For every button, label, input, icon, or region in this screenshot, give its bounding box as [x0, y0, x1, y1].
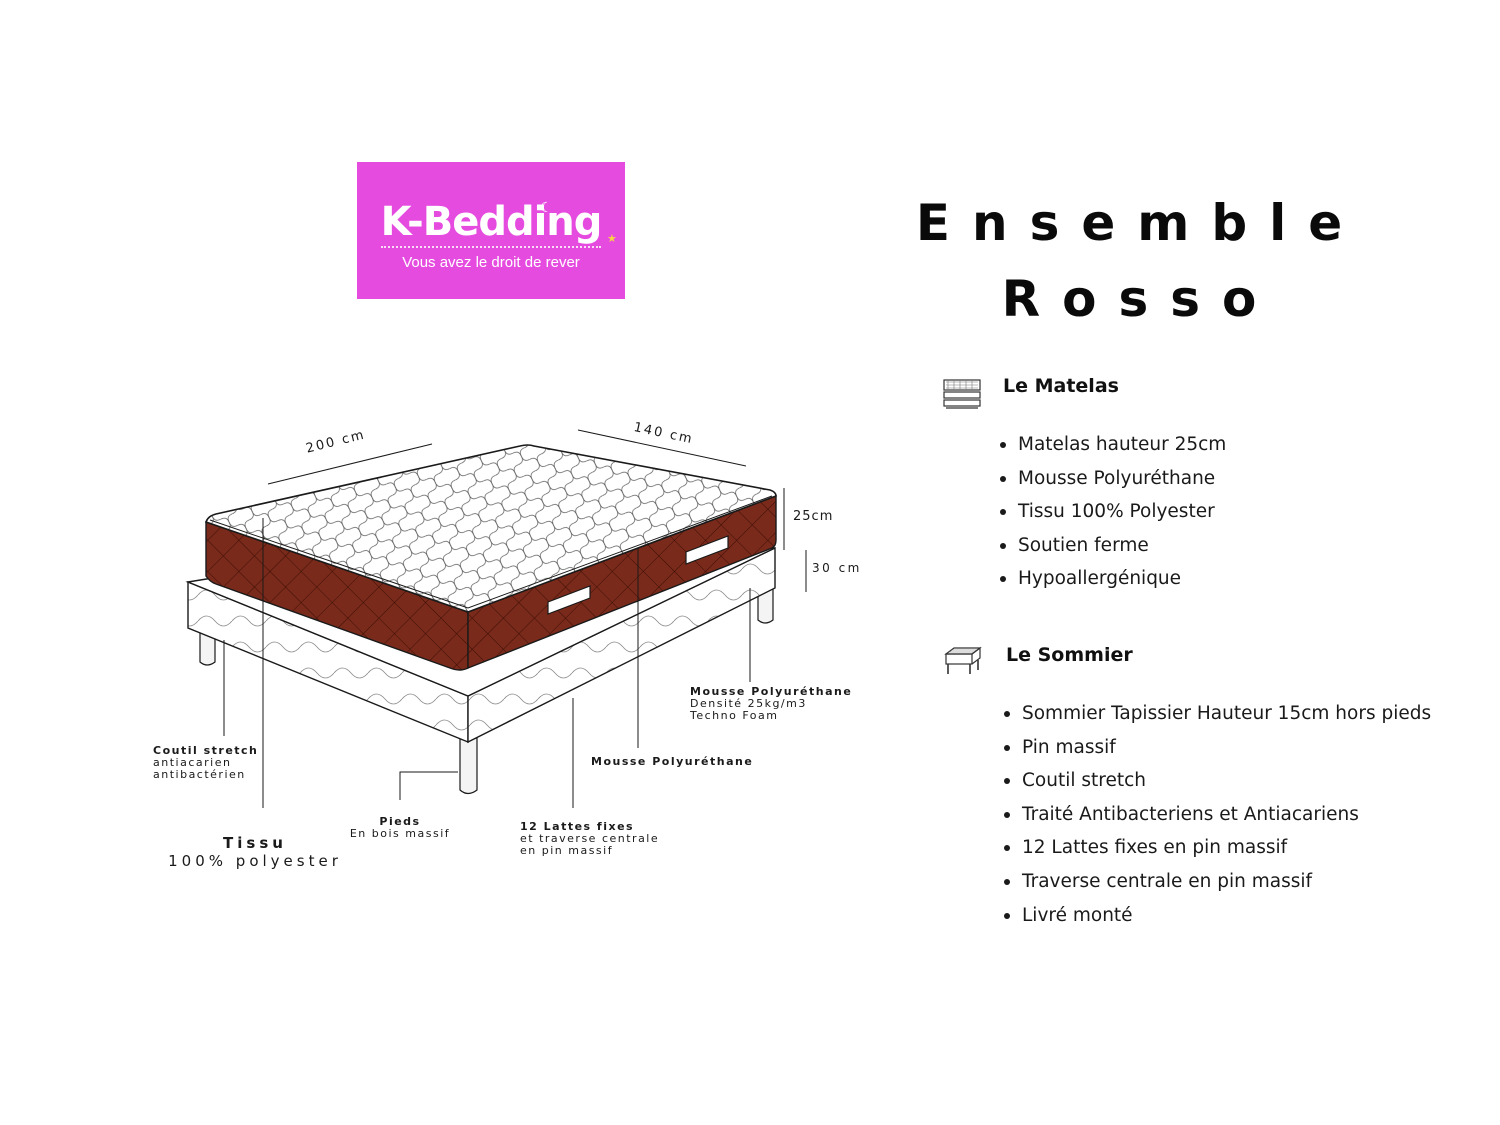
brand-logo: K-Bedding ☾ ★ Vous avez le droit de reve…: [357, 162, 625, 299]
list-item: Traité Antibacteriens et Antiacariens: [1004, 798, 1431, 832]
label-lattes-title: 12 Lattes fixes: [520, 820, 635, 833]
label-lattes-line2: en pin massif: [520, 844, 614, 857]
leg-back-right: [757, 587, 774, 624]
section-sommier: Le Sommier Sommier Tapissier Hauteur 15c…: [940, 640, 1490, 940]
list-item: Matelas hauteur 25cm: [1000, 428, 1226, 462]
logo-divider: [381, 246, 601, 248]
leader-pieds: [399, 771, 458, 800]
list-item: Pin massif: [1004, 731, 1431, 765]
handle-front: [547, 585, 591, 615]
label-mousse: Mousse Polyuréthane: [591, 756, 753, 768]
brand-name: K-Bedding: [380, 199, 603, 245]
list-item: Hypoallergénique: [1000, 562, 1226, 596]
box-spring-icon: [944, 646, 982, 674]
list-item: Soutien ferme: [1000, 529, 1226, 563]
label-tissu-title: Tissu: [223, 834, 287, 852]
brand-tagline: Vous avez le droit de rever: [402, 254, 580, 271]
list-item: Coutil stretch: [1004, 764, 1431, 798]
product-title-line1: Ensemble: [915, 194, 1365, 252]
bed-diagram: 200 cm 140 cm 25cm 30 cm Coutil stretch …: [130, 400, 860, 880]
mattress-front-face: [205, 521, 469, 671]
leg-front-right: [459, 737, 478, 795]
label-coutil: Coutil stretch antiacarien antibactérien: [153, 745, 258, 781]
dim-mattress-height-label: 25cm: [793, 509, 834, 524]
label-coutil-line2: antibactérien: [153, 768, 246, 781]
sommier-list: Sommier Tapissier Hauteur 15cm hors pied…: [1004, 697, 1431, 932]
bed-illustration: [185, 429, 807, 808]
moon-icon: ☾: [540, 199, 553, 215]
star-icon: ★: [607, 233, 617, 245]
dim-line-width: [577, 429, 747, 467]
product-title: Ensemble Rosso: [905, 185, 1375, 337]
label-lattes-line1: et traverse centrale: [520, 832, 660, 845]
label-pieds-line1: En bois massif: [349, 827, 451, 840]
label-mousse-techno-line2: Techno Foam: [690, 709, 779, 722]
dim-base-height-label: 30 cm: [812, 561, 862, 575]
section-matelas: Le Matelas Matelas hauteur 25cm Mousse P…: [940, 372, 1480, 612]
mattress-side-face: [467, 494, 777, 670]
mattress-top: [204, 444, 777, 613]
label-pieds: Pieds En bois massif: [345, 816, 455, 840]
label-coutil-line1: antiacarien: [153, 756, 232, 769]
list-item: Traverse centrale en pin massif: [1004, 865, 1431, 899]
label-lattes: 12 Lattes fixes et traverse centrale en …: [520, 821, 659, 857]
label-mousse-title: Mousse Polyuréthane: [591, 755, 754, 768]
label-tissu: Tissu 100% polyester: [162, 834, 348, 870]
mattress-icon: [943, 379, 981, 409]
list-item: Livré monté: [1004, 899, 1431, 933]
label-mousse-techno: Mousse Polyuréthane Densité 25kg/m3 Tech…: [690, 686, 852, 722]
list-item: Mousse Polyuréthane: [1000, 462, 1226, 496]
section-title-sommier: Le Sommier: [1006, 644, 1133, 666]
label-mousse-techno-title: Mousse Polyuréthane: [690, 685, 853, 698]
handle-side: [685, 535, 729, 565]
product-title-line2: Rosso: [1001, 270, 1279, 328]
label-mousse-techno-line1: Densité 25kg/m3: [690, 697, 807, 710]
label-pieds-title: Pieds: [379, 815, 421, 828]
list-item: 12 Lattes fixes en pin massif: [1004, 831, 1431, 865]
matelas-list: Matelas hauteur 25cm Mousse Polyuréthane…: [1000, 428, 1226, 596]
label-coutil-title: Coutil stretch: [153, 744, 259, 757]
dim-line-length: [267, 443, 433, 485]
list-item: Sommier Tapissier Hauteur 15cm hors pied…: [1004, 697, 1431, 731]
list-item: Tissu 100% Polyester: [1000, 495, 1226, 529]
label-tissu-line1: 100% polyester: [168, 852, 342, 870]
section-title-matelas: Le Matelas: [1003, 375, 1119, 397]
